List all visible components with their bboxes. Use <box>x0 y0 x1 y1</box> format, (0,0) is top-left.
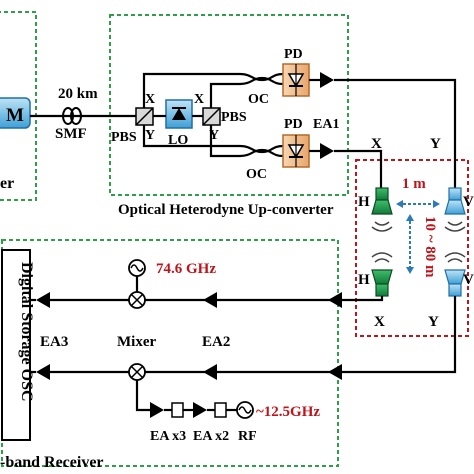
fiber-type: SMF <box>55 126 87 142</box>
chain-amplifier-1 <box>150 402 164 418</box>
oc-top-coupler <box>239 72 284 82</box>
antenna-v-bottom <box>444 269 466 297</box>
path-y-right <box>209 125 240 158</box>
antenna-v-top <box>444 187 466 215</box>
antenna-h-bottom <box>371 269 393 297</box>
radiation-arcs <box>371 221 466 263</box>
rf-source <box>236 401 254 419</box>
mixer-top <box>128 291 146 309</box>
oc-bottom-coupler <box>239 144 284 154</box>
ea1-bottom-amplifier <box>320 143 334 159</box>
antenna-distance: 10 ~ 80 m <box>422 216 438 278</box>
ea3-bottom-amplifier <box>36 364 50 380</box>
ea3-top-amplifier <box>36 292 50 308</box>
mixer-bottom <box>128 363 146 381</box>
osc-box <box>1 249 31 441</box>
antenna-v-bottom-label: V <box>463 272 474 288</box>
pbs-right-y: Y <box>209 128 219 143</box>
multiplier-x2 <box>214 402 227 418</box>
mixer-label: Mixer <box>117 334 156 350</box>
modulator-block <box>0 97 31 129</box>
rf-frequency: ~12.5GHz <box>256 404 320 420</box>
transmitter-box <box>0 11 37 201</box>
multiplier-x3 <box>171 402 184 418</box>
fiber-spool-2 <box>70 107 82 125</box>
antenna-y-amplifier <box>328 364 342 380</box>
path-x-left <box>142 72 240 108</box>
ea1-top-amplifier <box>320 72 334 88</box>
antenna-spacing: 1 m <box>402 176 426 192</box>
lo-source-top <box>128 259 146 277</box>
line-to-v-top <box>334 78 457 188</box>
ea2-top-amplifier <box>203 292 217 308</box>
oc-top-label: OC <box>248 92 269 107</box>
pbs-right-x: X <box>194 92 204 107</box>
pbs-right-label: PBS <box>221 110 247 125</box>
chain-label-ea-x2: EA x2 <box>193 429 229 444</box>
modulator-label: M <box>6 105 24 126</box>
chain-label-ea-x3: EA x3 <box>150 429 186 444</box>
mixer-lo-line <box>135 380 150 412</box>
antenna-top-y-label: Y <box>430 136 441 152</box>
ea2-bottom-amplifier <box>203 364 217 380</box>
pd-top-label: PD <box>284 47 303 62</box>
upconverter-title: Optical Heterodyne Up-converter <box>118 202 334 218</box>
pbs-left-label: PBS <box>111 130 137 145</box>
line-to-h-top <box>334 149 383 188</box>
upconverter-box <box>109 14 349 196</box>
chain-label-rf: RF <box>238 429 257 444</box>
antenna-bottom-x-label: X <box>374 314 385 330</box>
oc-bottom-label: OC <box>246 167 267 182</box>
pd-bottom-label: PD <box>284 117 303 132</box>
transmitter-title-fragment: er <box>0 175 14 192</box>
antenna-box <box>355 159 469 337</box>
chain-amplifier-2 <box>193 402 207 418</box>
antenna-h-top-label: H <box>358 194 370 210</box>
antenna-bottom-y-label: Y <box>428 314 439 330</box>
fiber-length: 20 km <box>58 86 98 102</box>
receiver-title: -band Receiver <box>0 454 104 471</box>
pbs-left-y: Y <box>145 128 155 143</box>
lo-frequency: 74.6 GHz <box>156 261 216 277</box>
lo-label: LO <box>168 133 188 148</box>
antenna-v-top-label: V <box>463 194 474 210</box>
antenna-top-x-label: X <box>371 136 382 152</box>
antenna-x-amplifier <box>328 292 342 308</box>
path-y-left <box>142 125 240 148</box>
path-x-right <box>209 82 240 108</box>
antenna-h-top <box>371 187 393 215</box>
fiber-spool-1 <box>62 107 74 125</box>
ea3-label: EA3 <box>40 334 68 350</box>
ea2-label: EA2 <box>202 334 230 350</box>
osc-label: Digital Storage OSC <box>18 262 35 402</box>
rx-line-x <box>80 296 384 302</box>
ea1-label: EA1 <box>313 117 339 132</box>
pbs-left-x: X <box>145 92 155 107</box>
antenna-h-bottom-label: H <box>358 272 370 288</box>
